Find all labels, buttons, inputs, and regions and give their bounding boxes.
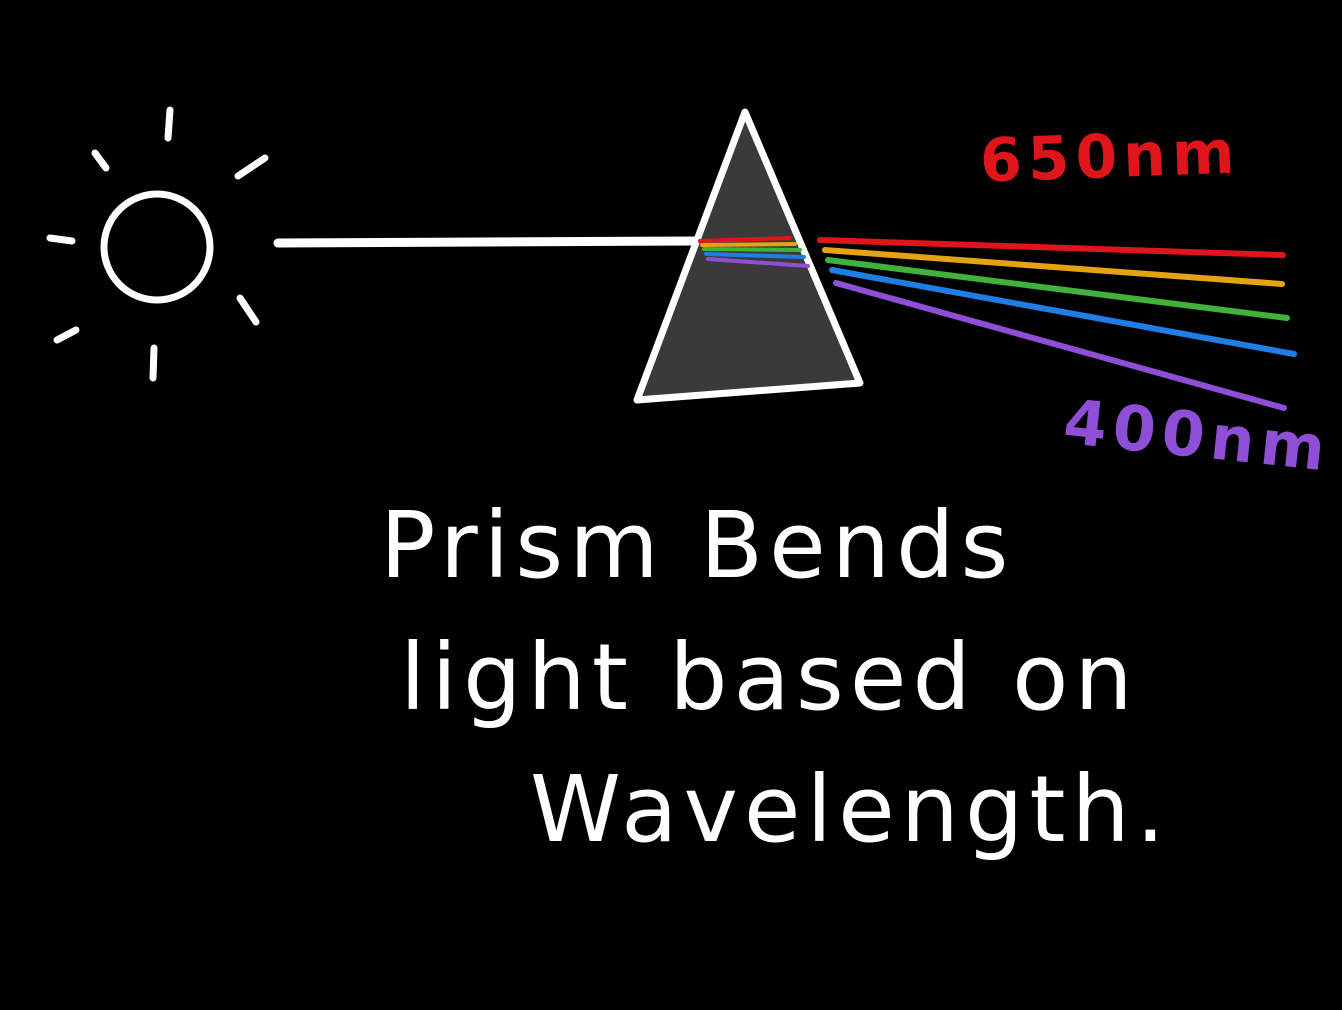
caption-line: Wavelength. xyxy=(530,756,1171,863)
sun-disc xyxy=(100,190,214,304)
sun-ray xyxy=(53,326,80,344)
internal-ray-red xyxy=(698,236,792,243)
ray-red xyxy=(817,237,1286,258)
ray-blue xyxy=(829,267,1297,357)
dispersed-spectrum xyxy=(817,237,1297,411)
sun-ray xyxy=(91,149,110,172)
sun-ray xyxy=(164,106,174,142)
label-650nm: 650nm xyxy=(978,117,1242,197)
sun-ray xyxy=(46,234,76,245)
caption-text: Prism Bends light based on Wavelength. xyxy=(380,480,1200,876)
ray-orange xyxy=(822,247,1285,287)
sun-ray xyxy=(149,344,158,382)
ray-violet xyxy=(833,280,1287,411)
internal-ray-green xyxy=(702,247,802,252)
sun-icon xyxy=(46,106,269,382)
sun-ray xyxy=(234,154,269,180)
prism-outline xyxy=(633,108,864,404)
incident-light-beam xyxy=(273,236,705,248)
internal-ray-orange xyxy=(700,242,797,247)
ray-green xyxy=(825,257,1290,321)
caption-line: Prism Bends xyxy=(380,492,1015,599)
caption-line: light based on xyxy=(400,624,1139,731)
internal-ray-violet xyxy=(706,257,810,268)
sun-ray xyxy=(236,294,260,326)
internal-spectrum xyxy=(698,236,810,268)
internal-ray-blue xyxy=(704,252,806,259)
